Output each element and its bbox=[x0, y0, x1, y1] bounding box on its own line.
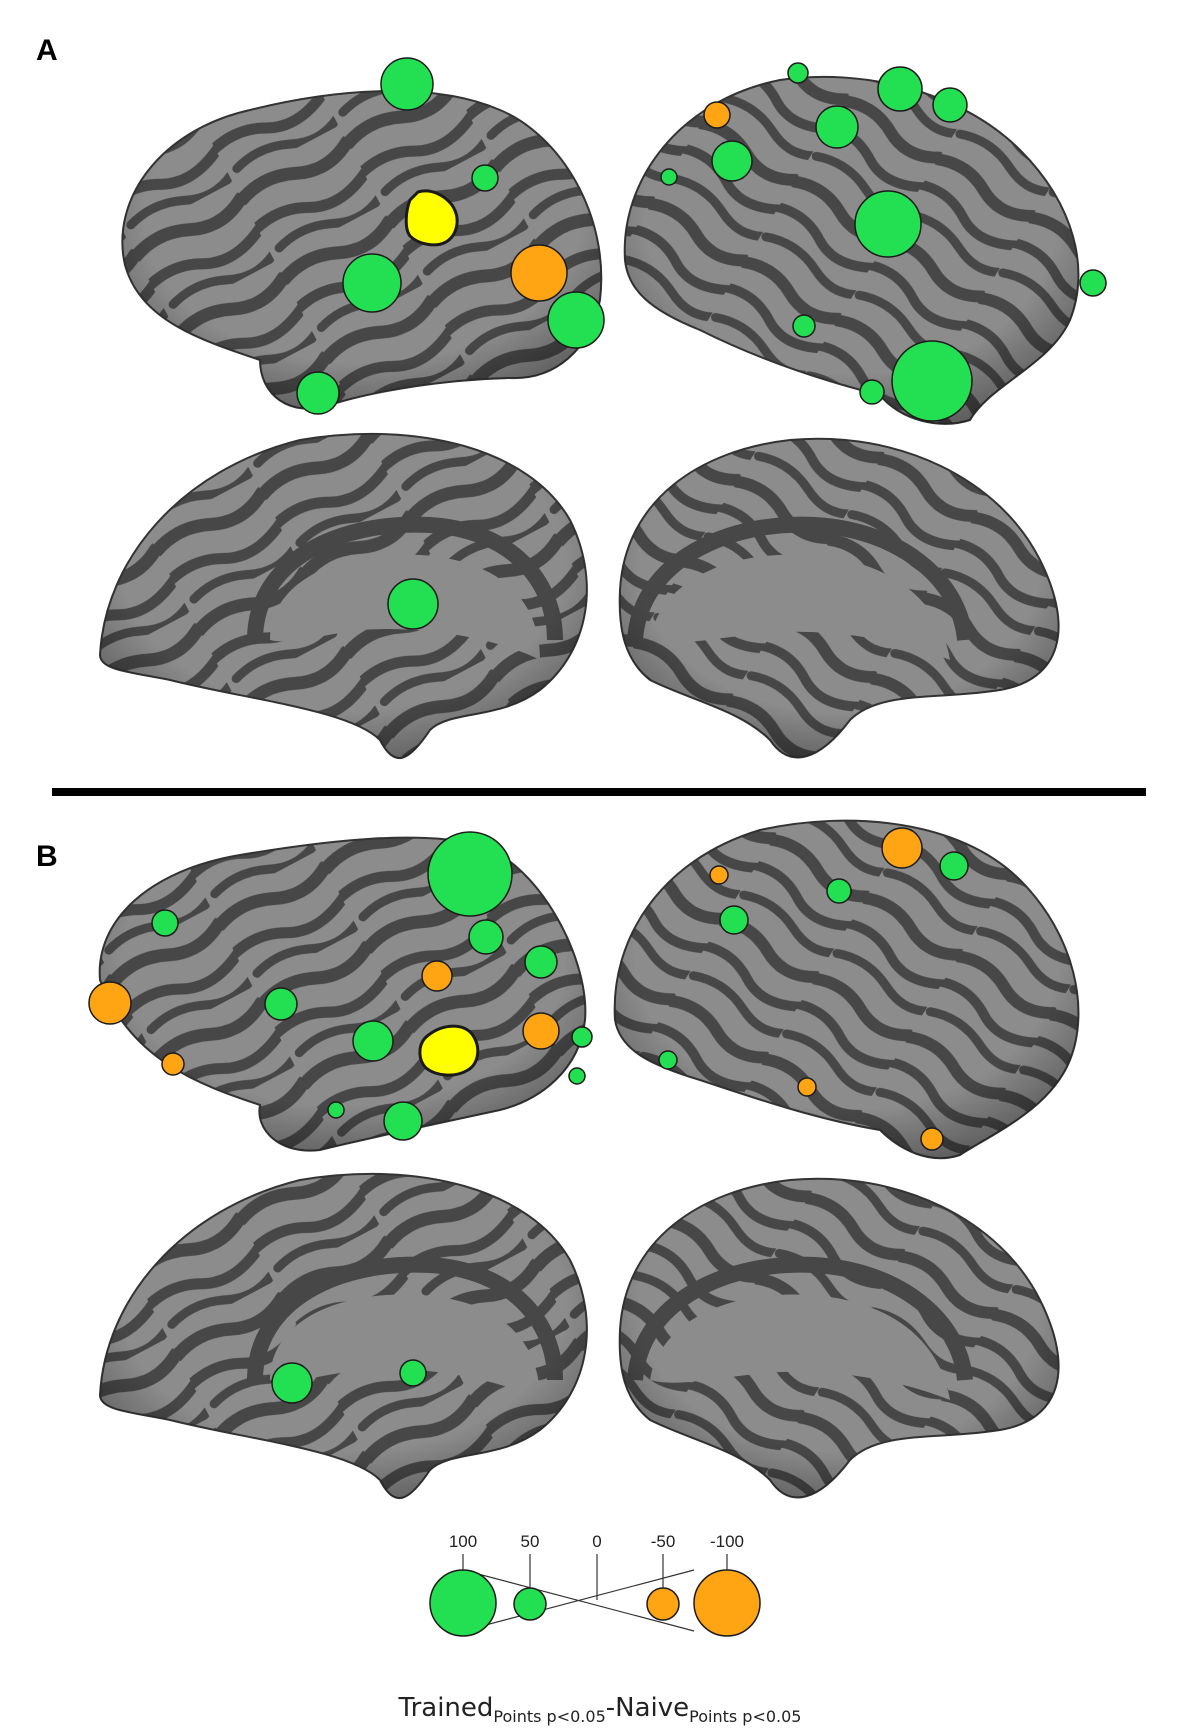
panel-b-node bbox=[826, 878, 852, 904]
legend-caption: TrainedPoints p<0.05-NaivePoints p<0.05 bbox=[300, 1693, 900, 1726]
panel-b-node bbox=[522, 1012, 560, 1050]
legend-tick-label: 0 bbox=[592, 1532, 601, 1551]
panel-b-left-lateral-hemisphere bbox=[98, 836, 587, 1152]
panel-a-node bbox=[510, 244, 568, 302]
panel-a-node bbox=[854, 190, 922, 258]
panel-a-node bbox=[342, 253, 402, 313]
panel-b-node bbox=[399, 1359, 427, 1387]
legend-node-minus-100 bbox=[693, 1569, 761, 1637]
panel-a-node bbox=[711, 140, 753, 182]
legend-node-50 bbox=[513, 1587, 547, 1621]
panel-a-node bbox=[296, 371, 340, 415]
panel-a-node bbox=[787, 62, 809, 84]
panel-b-node bbox=[568, 1067, 586, 1085]
panel-a-node bbox=[547, 291, 605, 349]
panel-a-node bbox=[660, 168, 678, 186]
panel-b-node bbox=[571, 1026, 593, 1048]
panel-b-node bbox=[161, 1052, 185, 1076]
panel-b-node bbox=[920, 1127, 944, 1151]
panel-b-node bbox=[709, 865, 729, 885]
panel-divider bbox=[52, 788, 1146, 796]
legend-tick-label: -100 bbox=[710, 1532, 744, 1551]
legend-caption-naive-subscript: Points p<0.05 bbox=[689, 1707, 802, 1726]
panel-a-node bbox=[703, 101, 731, 129]
legend-caption-naive: Naive bbox=[615, 1693, 690, 1723]
panel-b-node bbox=[352, 1020, 394, 1062]
panel-b-node bbox=[524, 945, 558, 979]
panel-a-node bbox=[891, 340, 973, 422]
panel-b-node bbox=[881, 827, 923, 869]
panel-b-left-medial-hemisphere bbox=[98, 1172, 588, 1500]
panel-b-node bbox=[151, 909, 179, 937]
panel-b-node bbox=[327, 1101, 345, 1119]
panel-a-seed-region bbox=[404, 189, 459, 247]
panel-b-node bbox=[797, 1077, 817, 1097]
panel-a-label: A bbox=[36, 34, 58, 67]
panel-a-node bbox=[380, 57, 434, 111]
panel-a-node bbox=[877, 66, 923, 112]
panel-b-node bbox=[719, 905, 749, 935]
panel-b-right-medial-hemisphere bbox=[618, 1177, 1060, 1499]
panel-a-node bbox=[792, 314, 816, 338]
panel-b-node bbox=[88, 981, 132, 1025]
panel-b-node bbox=[421, 960, 453, 992]
legend-caption-dash: - bbox=[605, 1693, 616, 1723]
panel-a-left-medial-hemisphere bbox=[98, 432, 588, 760]
panel-a-node bbox=[1079, 269, 1107, 297]
legend-caption-trained-subscript: Points p<0.05 bbox=[493, 1707, 606, 1726]
panel-a-node bbox=[471, 164, 499, 192]
legend-tick-label: -50 bbox=[651, 1532, 676, 1551]
legend-tick-label: 50 bbox=[521, 1532, 540, 1551]
panel-b-label: B bbox=[36, 840, 58, 873]
panel-b-right-lateral-hemisphere bbox=[613, 819, 1080, 1160]
size-legend: 100 50 0 -50 -100 bbox=[429, 1532, 761, 1637]
panel-a-node bbox=[859, 379, 885, 405]
panel-b-node bbox=[383, 1101, 423, 1141]
legend-node-100 bbox=[429, 1569, 497, 1637]
panel-b-seed-region bbox=[418, 1024, 480, 1077]
panel-b-node bbox=[468, 919, 504, 955]
legend-caption-trained: Trained bbox=[398, 1693, 494, 1723]
panel-b-node bbox=[658, 1050, 678, 1070]
panel-b-node bbox=[271, 1362, 313, 1404]
panel-b-node bbox=[427, 831, 513, 917]
legend-tick-label: 100 bbox=[449, 1532, 477, 1551]
panel-a-right-medial-hemisphere bbox=[618, 437, 1060, 759]
panel-b-node bbox=[264, 987, 298, 1021]
panel-a-node bbox=[815, 105, 859, 149]
panel-a-node bbox=[932, 87, 968, 123]
panel-b-node bbox=[939, 851, 969, 881]
legend-node-minus-50 bbox=[646, 1587, 680, 1621]
panel-a-node bbox=[387, 578, 439, 630]
